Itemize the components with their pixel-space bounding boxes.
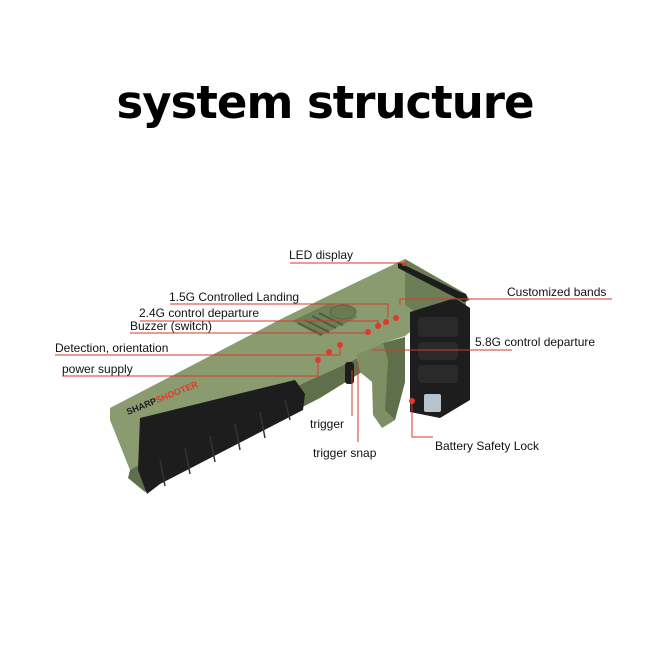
leader-battery-lock xyxy=(411,404,433,438)
label-controlled-landing: 1.5G Controlled Landing xyxy=(169,290,300,304)
label-trigger: trigger xyxy=(310,417,345,431)
label-trigger-snap: trigger snap xyxy=(313,446,377,460)
label-detection: Detection, orientation xyxy=(55,341,169,355)
trigger-shape xyxy=(345,362,354,384)
leader-control-departure-24 xyxy=(140,320,379,326)
speaker-grille xyxy=(329,304,357,320)
label-control-departure-58: 5.8G control departure xyxy=(475,335,596,349)
leader-detection xyxy=(55,346,341,356)
pistol-grip-side xyxy=(383,337,405,420)
label-customized-bands: Customized bands xyxy=(507,285,607,299)
leader-controlled-landing xyxy=(170,303,389,318)
battery-pack xyxy=(409,298,470,418)
leader-customized-bands xyxy=(399,298,612,305)
front-grip xyxy=(138,380,305,494)
label-power-supply: power supply xyxy=(62,362,133,376)
label-led-display: LED display xyxy=(289,248,354,262)
label-battery-lock: Battery Safety Lock xyxy=(435,439,540,453)
led-display-strip xyxy=(398,262,468,302)
label-control-departure-24: 2.4G control departure xyxy=(139,306,260,320)
page-title: system structure xyxy=(116,76,535,129)
grip-ridges xyxy=(159,399,291,487)
leader-power-supply xyxy=(62,362,319,377)
leader-lines xyxy=(55,262,612,442)
label-buzzer: Buzzer (switch) xyxy=(130,319,213,333)
